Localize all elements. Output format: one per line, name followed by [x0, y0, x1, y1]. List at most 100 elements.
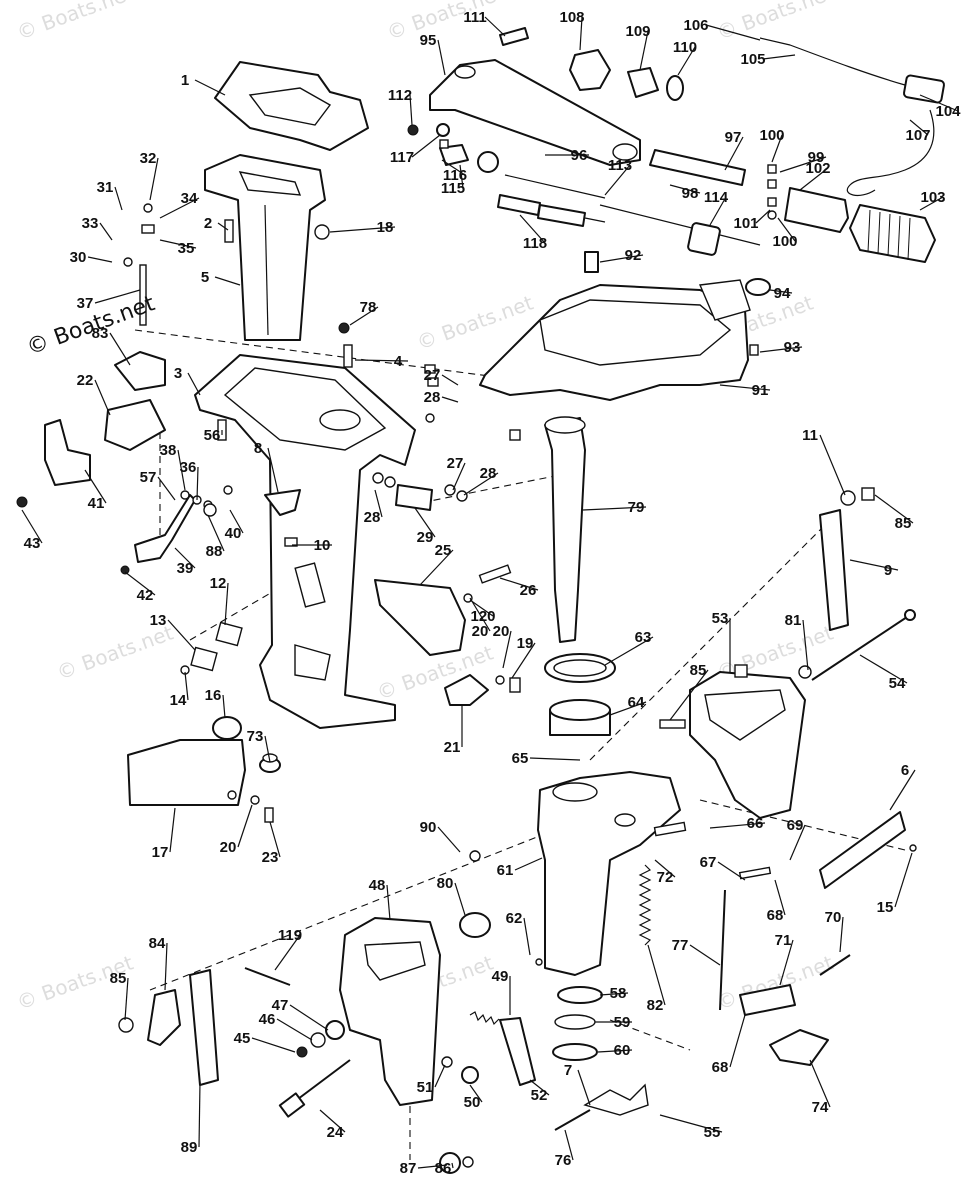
callout-leader — [196, 466, 199, 501]
callout-102: 102 — [805, 160, 830, 177]
part-102-throttle-grip — [784, 187, 849, 233]
callout-leader — [789, 824, 806, 861]
callout-leader — [417, 1164, 448, 1169]
callout-leader — [469, 1084, 483, 1103]
callout-leader — [224, 582, 229, 626]
callout-30: 30 — [70, 249, 87, 266]
callout-leader — [386, 884, 391, 921]
part-58-59-60-ring-set — [552, 986, 603, 1061]
callout-leader — [229, 509, 244, 534]
callout-leader — [452, 462, 466, 491]
callout-66: 66 — [747, 815, 764, 832]
callout-27: 27 — [424, 367, 441, 384]
callout-leader — [523, 917, 531, 956]
callout-leader — [187, 372, 201, 396]
callout-65: 65 — [512, 750, 529, 767]
callout-leader — [214, 276, 241, 286]
callout-110: 110 — [673, 39, 697, 56]
callout-1: 1 — [181, 72, 189, 89]
callout-leader — [779, 156, 827, 173]
part-109-bushing — [627, 67, 659, 98]
callout-59: 59 — [614, 1014, 631, 1031]
part-117-nut — [436, 123, 450, 137]
callout-leader — [709, 196, 727, 226]
callout-85: 85 — [110, 970, 127, 987]
callout-39: 39 — [177, 560, 194, 577]
callout-49: 49 — [492, 968, 509, 985]
callout-98: 98 — [682, 185, 699, 202]
callout-28: 28 — [480, 465, 497, 482]
part-3-adapter-housing — [194, 354, 416, 729]
part-29-mount — [395, 484, 433, 511]
callout-52: 52 — [531, 1087, 548, 1104]
callout-leader — [264, 735, 271, 763]
part-53-clamp-bracket — [689, 671, 806, 819]
callout-116: 116 — [443, 167, 467, 184]
callout-97: 97 — [725, 129, 742, 146]
callout-leader — [451, 1162, 454, 1169]
callout-leader — [437, 826, 461, 853]
part-45-46-47-hardware — [296, 1020, 345, 1058]
callout-19: 19 — [517, 635, 534, 652]
callout-leader — [159, 197, 200, 219]
callout-leader — [514, 857, 543, 871]
callout-91: 91 — [752, 382, 769, 399]
callout-89: 89 — [181, 1139, 198, 1156]
part-80-bumper — [459, 912, 491, 938]
callout-113: 113 — [608, 157, 632, 174]
callout-leader — [374, 489, 383, 518]
callout-17: 17 — [152, 844, 169, 861]
callout-leader — [689, 944, 721, 966]
part-79-steering-shaft — [544, 416, 586, 643]
callout-leader — [919, 196, 944, 211]
callout-12: 12 — [210, 575, 227, 592]
callout-leader — [434, 1064, 446, 1088]
callout-leader — [597, 1049, 633, 1053]
callout-69: 69 — [787, 817, 804, 834]
callout-117: 117 — [390, 149, 414, 166]
callout-leader — [207, 514, 225, 552]
part-84-lever — [147, 989, 181, 1046]
callout-111: 111 — [463, 9, 486, 26]
callout-20: 20 — [472, 623, 489, 640]
callout-leader — [454, 882, 466, 916]
callout-70: 70 — [825, 909, 842, 926]
callout-92: 92 — [625, 247, 642, 264]
callout-74: 74 — [812, 1099, 829, 1116]
callout-2: 2 — [204, 215, 212, 232]
callout-84: 84 — [149, 935, 166, 952]
callout-7: 7 — [564, 1062, 572, 1079]
callout-leader — [124, 571, 156, 596]
callout-28: 28 — [424, 389, 441, 406]
callout-21: 21 — [444, 739, 461, 756]
callout-leader — [529, 1079, 550, 1096]
callout-leader — [604, 164, 631, 196]
callout-leader — [469, 599, 494, 617]
callout-15: 15 — [877, 899, 894, 916]
callout-67: 67 — [700, 854, 717, 871]
callout-leader — [777, 217, 796, 242]
callout-leader — [437, 39, 446, 76]
callout-32: 32 — [140, 150, 157, 167]
callout-11: 11 — [802, 427, 818, 444]
part-49-spring-assembly — [469, 1011, 536, 1086]
callout-leader — [237, 804, 253, 848]
callout-3: 3 — [174, 365, 182, 382]
callout-leader — [717, 861, 746, 881]
callout-101: 101 — [733, 215, 758, 232]
callout-leader — [177, 449, 186, 491]
part-89-tilt-lever — [189, 969, 219, 1086]
part-25-bracket — [374, 579, 466, 656]
callout-16: 16 — [205, 687, 222, 704]
callout-leader — [441, 159, 466, 176]
part-55-linkage — [583, 1083, 649, 1116]
callout-114: 114 — [704, 189, 729, 206]
callout-leader — [755, 209, 771, 224]
callout-leader — [802, 619, 809, 671]
callout-34: 34 — [181, 190, 198, 207]
callout-68: 68 — [767, 907, 784, 924]
callout-80: 80 — [437, 875, 454, 892]
callout-31: 31 — [97, 179, 114, 196]
part-5-exhaust-housing — [204, 154, 326, 341]
part-99-100-101-hardware — [767, 164, 777, 220]
